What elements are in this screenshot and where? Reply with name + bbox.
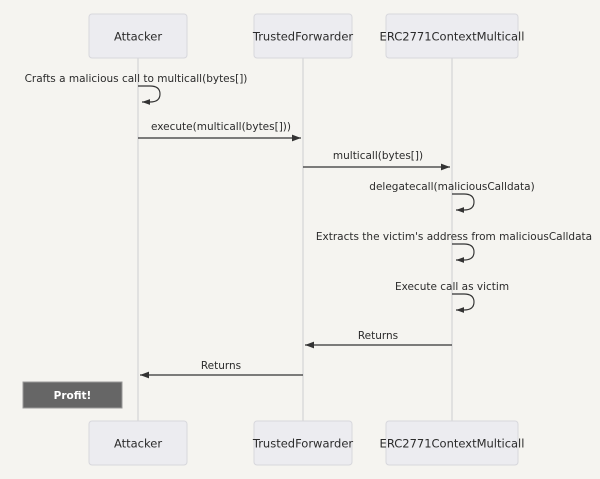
message-label-returns-to-attacker: Returns (201, 360, 241, 372)
participant-box-attacker-bottom[interactable] (88, 420, 188, 466)
self-loop-arrow-delegatecall (452, 193, 475, 213)
participant-box-trusted-forwarder-top[interactable] (253, 13, 353, 59)
lifelines-group (137, 58, 453, 421)
participant-label-trusted-forwarder-bottom: TrustedForwarder (252, 437, 354, 451)
message-multicall[interactable]: multicall(bytes[]) (303, 150, 450, 171)
participant-label-trusted-forwarder-top: TrustedForwarder (252, 30, 354, 44)
message-label-execute-call-as-victim: Execute call as victim (395, 281, 509, 293)
message-execute-call-as-victim[interactable]: Execute call as victim (395, 281, 509, 313)
message-label-returns-to-forwarder: Returns (358, 330, 398, 342)
message-returns-to-attacker[interactable]: Returns (140, 360, 303, 379)
note-profit-box (22, 381, 123, 409)
participant-box-attacker-top[interactable] (88, 13, 188, 59)
top-participants-group: Attacker TrustedForwarder ERC2771Context… (88, 13, 525, 59)
participant-label-attacker-top: Attacker (114, 30, 162, 44)
participant-label-erc2771-top: ERC2771ContextMulticall (380, 30, 525, 44)
message-label-extracts-victim-address: Extracts the victim's address from malic… (316, 231, 592, 243)
message-returns-to-forwarder[interactable]: Returns (305, 330, 452, 349)
self-loop-arrow-execute-call-as-victim (452, 293, 475, 313)
participant-box-erc2771-bottom[interactable] (385, 420, 519, 466)
message-label-crafts-malicious-call: Crafts a malicious call to multicall(byt… (25, 73, 248, 85)
message-label-execute-multicall: execute(multicall(bytes[])) (151, 121, 291, 133)
self-loop-arrow-attacker (138, 85, 161, 105)
participant-label-attacker-bottom: Attacker (114, 437, 162, 451)
note-profit[interactable]: Profit! (22, 381, 123, 409)
note-profit-label: Profit! (54, 390, 92, 402)
message-crafts-malicious-call[interactable]: Crafts a malicious call to multicall(byt… (25, 73, 248, 105)
participant-box-trusted-forwarder-bottom[interactable] (253, 420, 353, 466)
participant-box-erc2771-top[interactable] (385, 13, 519, 59)
message-label-delegatecall: delegatecall(maliciousCalldata) (369, 181, 534, 193)
bottom-participants-group: Attacker TrustedForwarder ERC2771Context… (88, 420, 525, 466)
participant-label-erc2771-bottom: ERC2771ContextMulticall (380, 437, 525, 451)
message-label-multicall: multicall(bytes[]) (333, 150, 423, 162)
message-extracts-victim-address[interactable]: Extracts the victim's address from malic… (316, 231, 592, 263)
message-execute-multicall[interactable]: execute(multicall(bytes[])) (138, 121, 301, 142)
message-delegatecall[interactable]: delegatecall(maliciousCalldata) (369, 181, 535, 213)
self-loop-arrow-extracts-victim-address (452, 243, 475, 263)
